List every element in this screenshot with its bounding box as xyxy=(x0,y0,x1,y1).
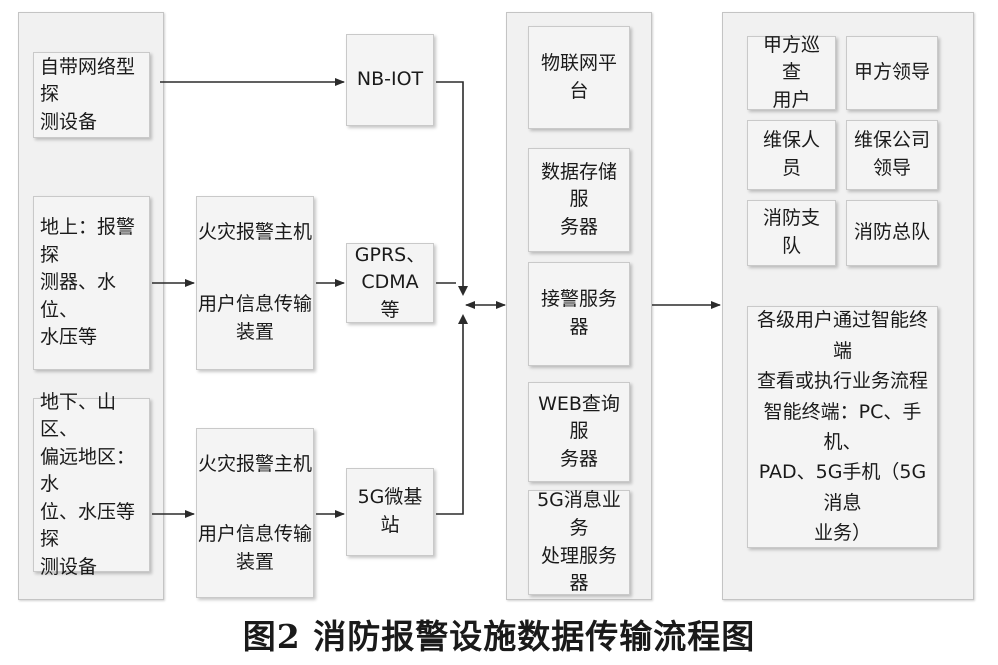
terminal-note: 各级用户通过智能终端 查看或执行业务流程 智能终端：PC、手机、 PAD、5G手… xyxy=(756,309,928,545)
user-info-transmitter-label: 用户信息传输 装置 xyxy=(197,523,312,573)
platform-label: WEB查询服 务器 xyxy=(538,392,620,470)
user-label: 维保人员 xyxy=(762,129,820,179)
platform-label: 接警服务器 xyxy=(540,288,617,338)
source-label: 自带网络型探 测设备 xyxy=(40,55,136,133)
platform-box-iot-platform: 物联网平台 xyxy=(528,26,630,129)
network-label: GPRS、 CDMA等 xyxy=(354,243,426,321)
platform-label: 5G消息业务 处理服务器 xyxy=(537,489,621,595)
device-box-lower: 火灾报警主机 用户信息传输 装置 xyxy=(196,428,314,598)
network-box-nb-iot: NB-IOT xyxy=(346,34,434,126)
network-box-gprs-cdma: GPRS、 CDMA等 xyxy=(346,243,434,323)
user-box-maintenance-company-leader: 维保公司 领导 xyxy=(846,120,938,190)
platform-label: 物联网平台 xyxy=(540,51,617,102)
user-label: 维保公司 领导 xyxy=(853,129,930,179)
user-box-client-leader: 甲方领导 xyxy=(846,36,938,110)
network-box-5g-station: 5G微基站 xyxy=(346,468,434,556)
user-label: 消防总队 xyxy=(853,221,930,244)
user-box-fire-detachment: 消防支队 xyxy=(747,200,836,266)
user-label: 甲方巡查 用户 xyxy=(762,33,820,111)
network-label: 5G微基站 xyxy=(357,486,423,536)
source-box-ground-detector: 地上：报警探 测器、水位、 水压等 xyxy=(33,196,150,370)
figure-caption: 图2 消防报警设施数据传输流程图 xyxy=(242,617,756,656)
source-box-remote-detector: 地下、山区、 偏远地区：水 位、水压等探 测设备 xyxy=(33,391,150,578)
platform-box-alarm-server: 接警服务器 xyxy=(528,262,630,366)
platform-box-5g-message-server: 5G消息业务 处理服务器 xyxy=(528,489,630,595)
line-5g-to-bus xyxy=(436,320,464,515)
network-label: NB-IOT xyxy=(356,68,424,91)
bus-arrow-down xyxy=(458,286,468,296)
user-box-maintenance-staff: 维保人员 xyxy=(747,120,836,190)
device-box-upper: 火灾报警主机 用户信息传输 装置 xyxy=(196,196,314,370)
platform-box-web-query-server: WEB查询服 务器 xyxy=(528,382,630,482)
source-label: 地下、山区、 偏远地区：水 位、水压等探 测设备 xyxy=(40,390,136,578)
fire-alarm-host-label: 火灾报警主机 xyxy=(197,453,312,476)
bus-arrow-up xyxy=(458,314,468,324)
platform-label: 数据存储服 务器 xyxy=(540,160,617,238)
line-nb-iot-to-bus xyxy=(436,81,464,290)
platform-box-data-storage-server: 数据存储服 务器 xyxy=(528,148,630,252)
user-label: 甲方领导 xyxy=(853,61,930,84)
user-box-terminal-note: 各级用户通过智能终端 查看或执行业务流程 智能终端：PC、手机、 PAD、5G手… xyxy=(747,306,938,548)
user-box-fire-corps: 消防总队 xyxy=(846,200,938,266)
fire-alarm-host-label: 火灾报警主机 xyxy=(197,221,312,244)
source-box-networked-detector: 自带网络型探 测设备 xyxy=(33,52,150,138)
user-box-client-inspector: 甲方巡查 用户 xyxy=(747,34,836,111)
user-label: 消防支队 xyxy=(762,207,820,257)
user-info-transmitter-label: 用户信息传输 装置 xyxy=(197,293,312,343)
source-label: 地上：报警探 测器、水位、 水压等 xyxy=(40,216,136,349)
